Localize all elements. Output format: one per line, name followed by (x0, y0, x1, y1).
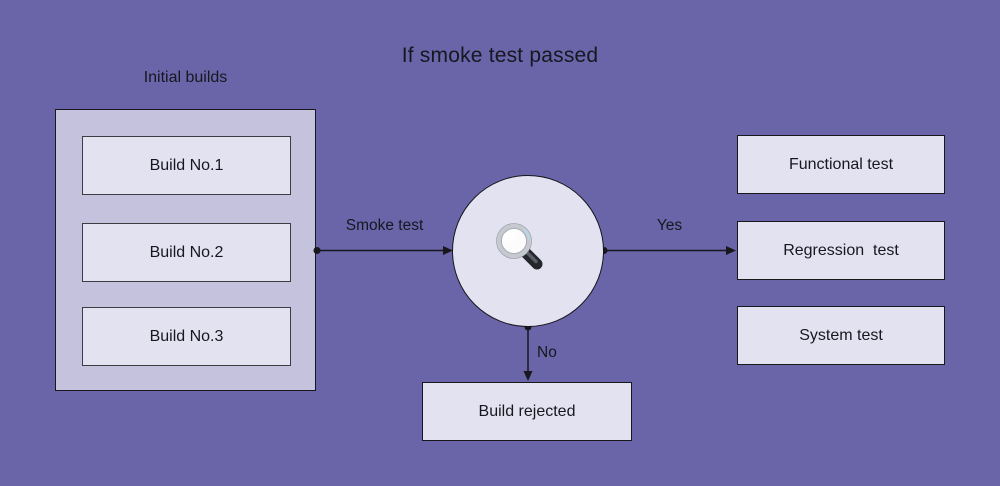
smoke-test-decision-node (452, 175, 604, 327)
regression-test-node: Regression test (737, 221, 945, 280)
build-rejected-node: Build rejected (422, 382, 632, 441)
build-node-1: Build No.1 (82, 136, 291, 195)
functional-test-node: Functional test (737, 135, 945, 194)
system-test-node: System test (737, 306, 945, 365)
edge-label-yes: Yes (656, 217, 683, 234)
build-node-2: Build No.2 (82, 223, 291, 282)
edge-label-no: No (537, 344, 557, 361)
initial-builds-label: Initial builds (143, 69, 228, 86)
initial-builds-group: Build No.1 Build No.2 Build No.3 (55, 109, 316, 391)
build-node-3: Build No.3 (82, 307, 291, 366)
edge-label-smoke-test: Smoke test (345, 217, 424, 234)
diagram-title: If smoke test passed (401, 44, 599, 67)
magnifier-icon (496, 223, 543, 270)
